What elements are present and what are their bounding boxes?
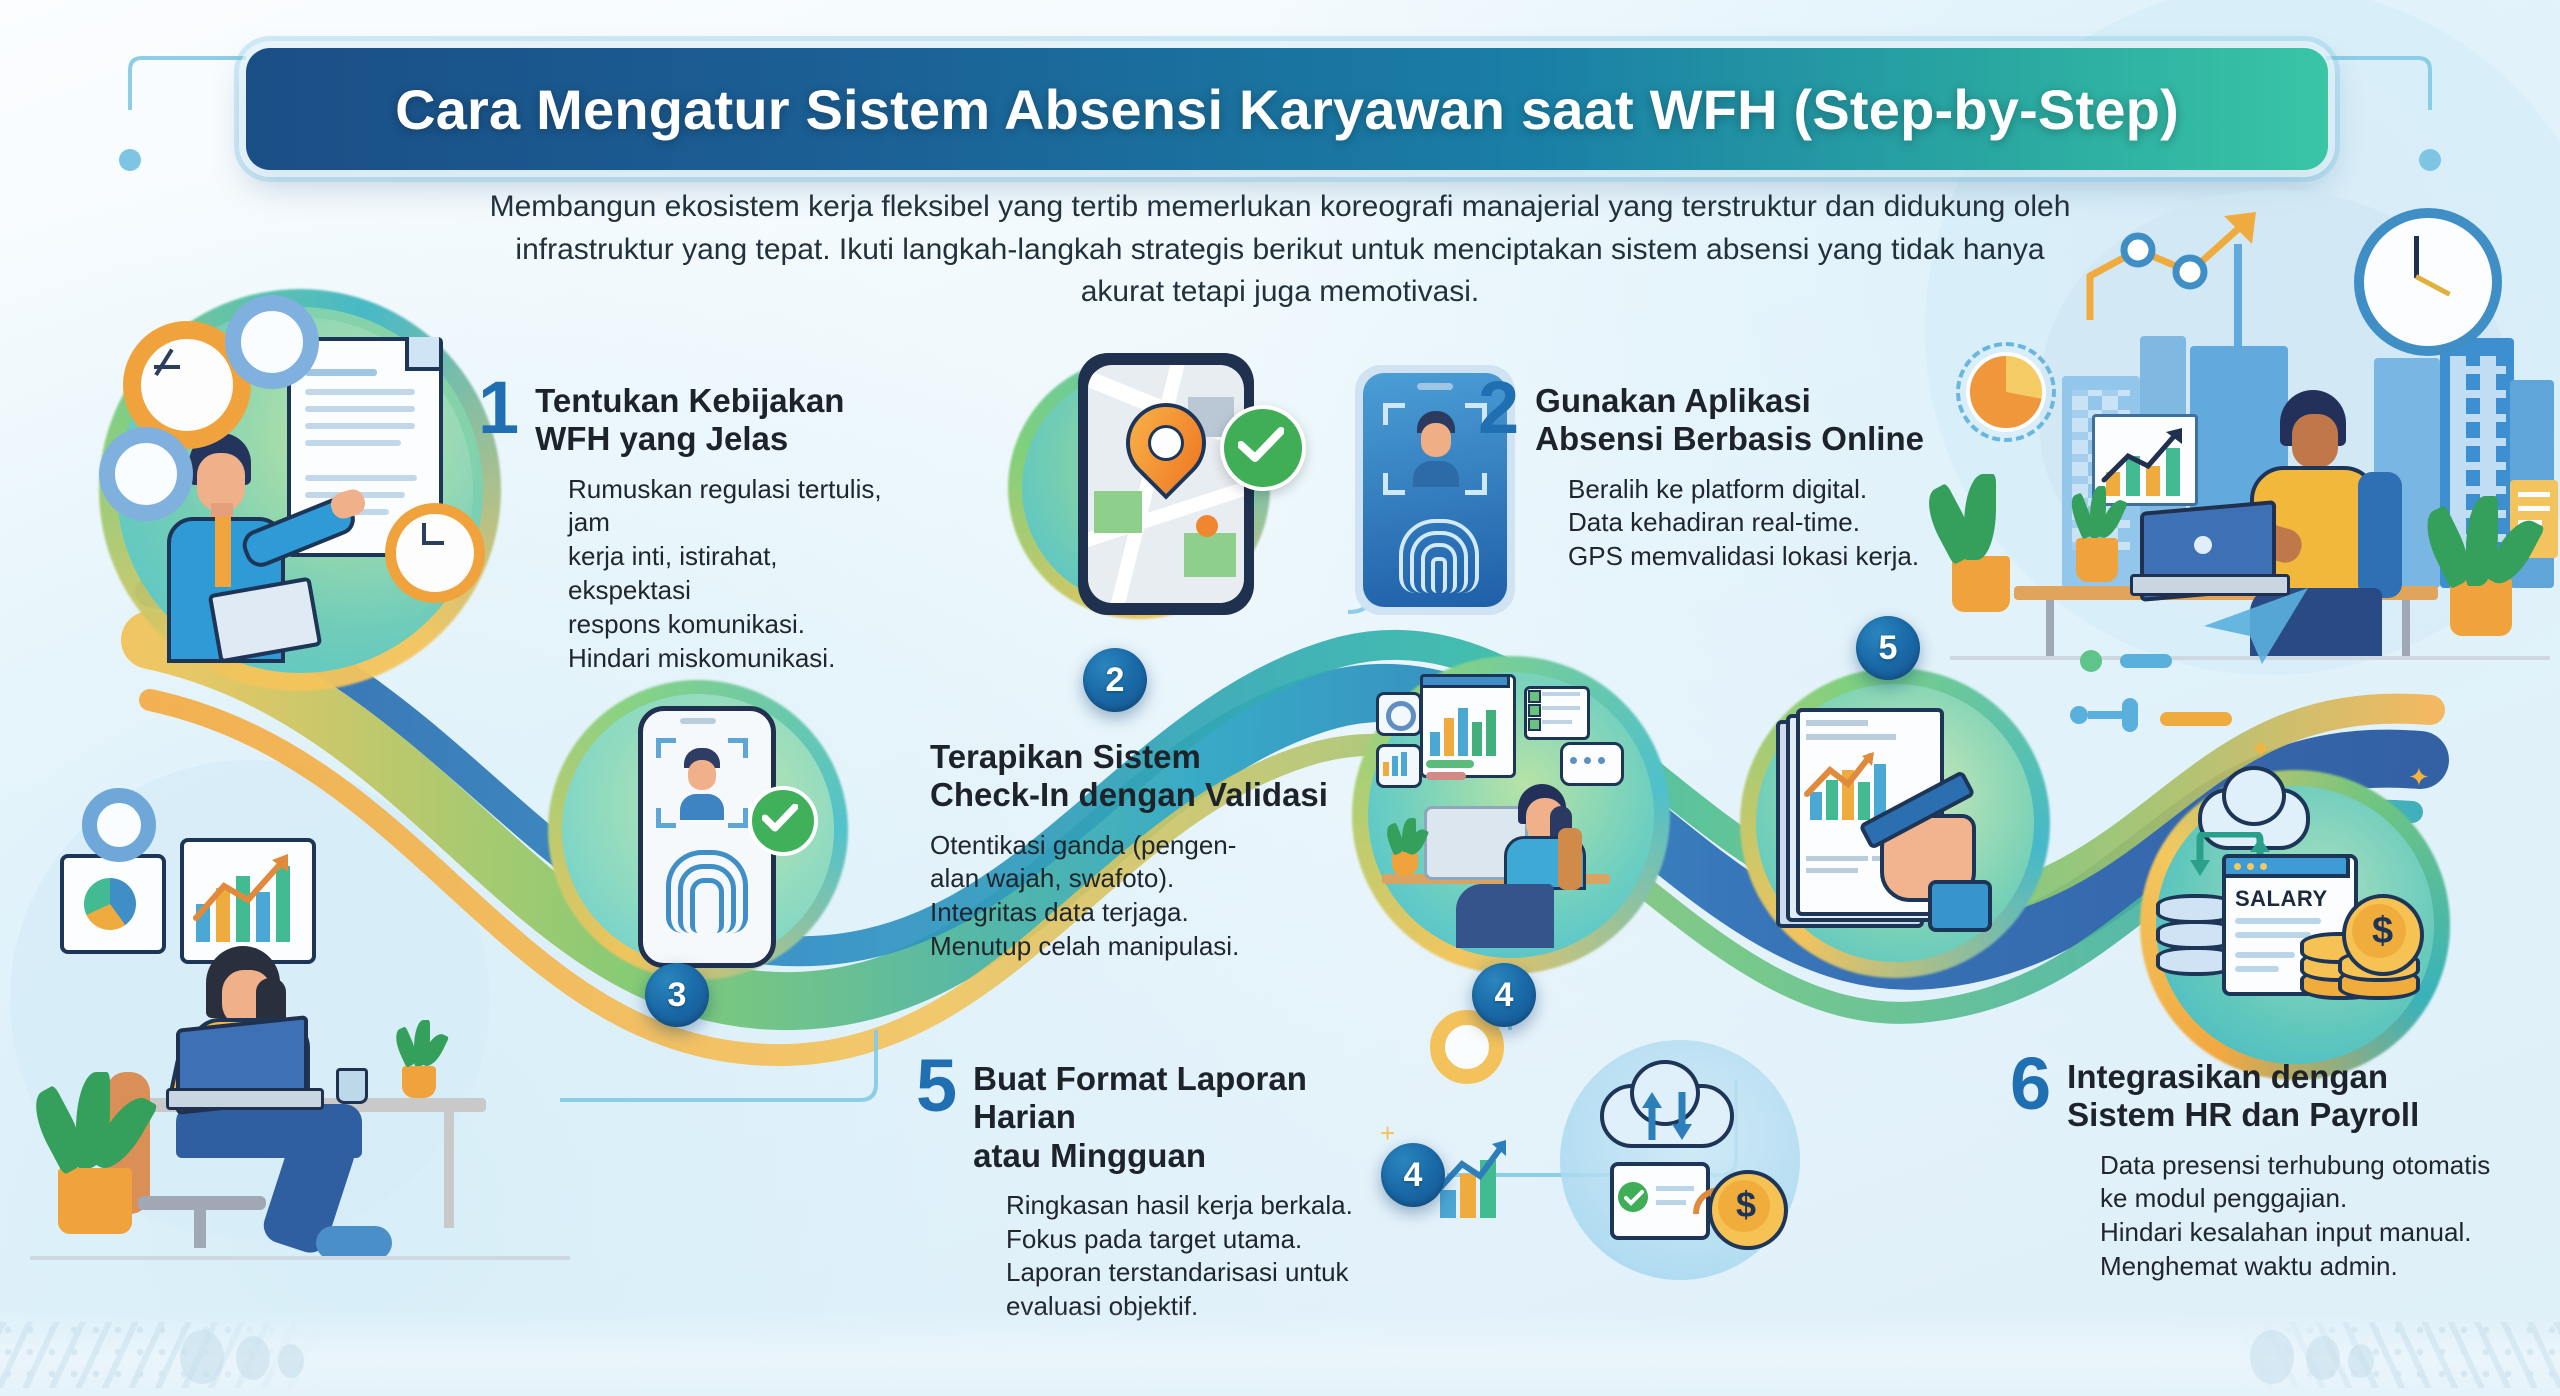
path-badge-5: 5 [1856, 616, 1920, 680]
pattern-blobs-left [170, 1324, 320, 1386]
plant-icon [58, 1168, 132, 1234]
plant-icon [2076, 538, 2118, 582]
illustration-biometric-phone-mid [548, 680, 848, 980]
step-1-title: Tentukan Kebijakan WFH yang Jelas [535, 382, 845, 458]
step-5: 5 Buat Format Laporan Harian atau Minggu… [916, 1048, 1416, 1324]
path-badge-3: 3 [645, 963, 709, 1027]
step-1-number: 1 [478, 366, 520, 449]
step-2-body: Beralih ke platform digital. Data kehadi… [1568, 473, 1920, 572]
fingerprint-icon [1399, 513, 1479, 593]
decorative-network-icons: ✦ [2070, 588, 2390, 820]
step-2-title: Gunakan Aplikasi Absensi Berbasis Online [1535, 382, 1924, 458]
illustration-payroll-integration: SALARY $ ✦ [2140, 764, 2470, 1090]
step-6: 6 Integrasikan dengan Sistem HR dan Payr… [2010, 1046, 2520, 1284]
step-1: 1 Tentukan Kebijakan WFH yang Jelas Rumu… [478, 370, 898, 675]
step-6-number: 6 [2010, 1042, 2052, 1125]
pattern-blobs-right [2240, 1324, 2390, 1386]
page-title: Cara Mengatur Sistem Absensi Karyawan sa… [395, 77, 2179, 141]
step-6-title: Integrasikan dengan Sistem HR dan Payrol… [2067, 1058, 2420, 1134]
illustration-remote-worker-desk [24, 788, 570, 1270]
step-5-number: 5 [916, 1044, 958, 1127]
plant-icon [2450, 578, 2512, 636]
path-badge-4-lower: 4 [1381, 1143, 1445, 1207]
face-scan-icon [1383, 403, 1487, 495]
salary-window-label: SALARY [2235, 886, 2328, 911]
step-2-number: 2 [1478, 366, 1520, 449]
illustration-gps-checkin-phone [1008, 345, 1310, 635]
step-5-body: Ringkasan hasil kerja berkala. Fokus pad… [1006, 1189, 1353, 1322]
illustration-policy-document [95, 285, 505, 695]
plant-icon [402, 1066, 436, 1098]
gear-icon [225, 295, 319, 389]
plant-icon [1952, 556, 2010, 612]
path-badge-4-upper: 4 [1472, 963, 1536, 1027]
page-subtitle: Membangun ekosistem kerja fleksibel yang… [489, 190, 2071, 309]
step-3: Terapikan Sistem Check-In dengan Validas… [930, 738, 1370, 964]
fingerprint-icon [666, 844, 748, 933]
bottom-decorative-band [0, 1310, 2560, 1396]
step-6-body: Data presensi terhubung otomatis ke modu… [2100, 1149, 2491, 1281]
chat-bubble-icon [1560, 742, 1624, 786]
step-3-title: Terapikan Sistem Check-In dengan Validas… [930, 738, 1328, 814]
step-2: 2 Gunakan Aplikasi Absensi Berbasis Onli… [1478, 370, 1938, 574]
gear-icon [82, 788, 156, 862]
illustration-report-signing [1740, 668, 2060, 988]
illustration-biometric-phone-top [1355, 365, 1555, 615]
check-circle-icon [1618, 1182, 1648, 1212]
step-3-body: Otentikasi ganda (pengen- alan wajah, sw… [930, 829, 1240, 961]
step-5-title: Buat Format Laporan Harian atau Mingguan [973, 1060, 1307, 1174]
illustration-city-office-worker [1918, 190, 2558, 660]
illustration-cloud-validation: $ + [1380, 1010, 1830, 1290]
page-title-banner: Cara Mengatur Sistem Absensi Karyawan sa… [246, 48, 2328, 170]
gear-icon [99, 427, 193, 521]
step-1-body: Rumuskan regulasi tertulis, jam kerja in… [568, 473, 882, 673]
path-badge-2: 2 [1083, 648, 1147, 712]
illustration-dashboard-analytics [1352, 656, 1682, 974]
clock-icon [385, 503, 485, 603]
face-scan-icon [656, 738, 748, 828]
